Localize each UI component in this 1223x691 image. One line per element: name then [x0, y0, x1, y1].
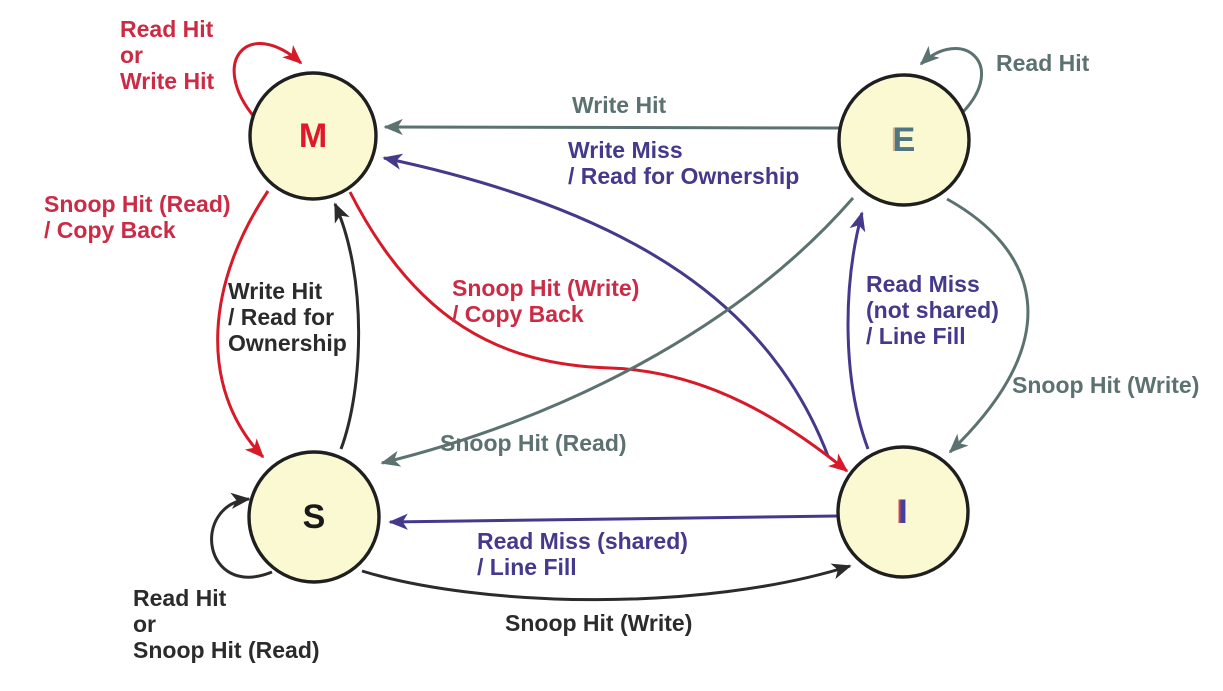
- label-m-to-s-snoop-hit-read: Snoop Hit (Read) / Copy Back: [44, 191, 231, 243]
- label-e-to-m-write-hit: Write Hit: [572, 92, 667, 118]
- label-s-self-read-hit-or-snoop-hit-read: Read Hit or Snoop Hit (Read): [133, 585, 320, 663]
- transition-arrow-e-self-loop: [919, 45, 984, 114]
- label-e-self-read-hit: Read Hit: [996, 50, 1090, 76]
- state-label-invalid: I: [898, 492, 908, 531]
- state-circle-i: [836, 445, 970, 579]
- label-s-to-i-snoop-hit-write: Snoop Hit (Write): [505, 610, 693, 636]
- transition-arrow-s-to-m: [333, 202, 361, 450]
- label-m-to-i-snoop-hit-write: Snoop Hit (Write) / Copy Back: [452, 275, 640, 327]
- state-label-modified: M: [298, 116, 328, 155]
- transition-arrow-e-to-s: [380, 197, 855, 467]
- state-label-exclusive: E: [892, 120, 916, 159]
- transition-arrow-s-to-i: [361, 563, 852, 602]
- label-i-to-e-read-miss-not-shared: Read Miss (not shared) / Line Fill: [866, 271, 999, 349]
- transition-arrow-i-to-m: [382, 153, 830, 457]
- transition-arrow-m-to-s: [216, 190, 270, 459]
- state-circle-s: [247, 450, 381, 584]
- state-label-shared: S: [302, 497, 326, 536]
- transition-arrow-m-to-i: [348, 191, 849, 473]
- state-circle-m: [248, 71, 378, 201]
- transition-arrow-e-to-i: [946, 197, 1030, 454]
- transition-arrow-e-to-m: [383, 118, 840, 136]
- label-i-to-s-read-miss-shared: Read Miss (shared) / Line Fill: [477, 528, 688, 580]
- transition-arrow-s-self-loop: [210, 492, 273, 579]
- label-m-self-read-or-write-hit: Read Hit or Write Hit: [120, 16, 215, 94]
- state-circle-e: [837, 73, 971, 207]
- transition-arrow-i-to-e: [846, 211, 870, 450]
- label-e-to-s-snoop-hit-read: Snoop Hit (Read): [440, 430, 627, 456]
- transition-arrow-m-self-loop: [232, 42, 303, 119]
- label-i-to-m-write-miss: Write Miss / Read for Ownership: [568, 137, 800, 189]
- label-e-to-i-snoop-hit-write: Snoop Hit (Write): [1012, 372, 1200, 398]
- transition-arrow-i-to-s: [388, 513, 839, 530]
- label-s-to-m-write-hit: Write Hit / Read for Ownership: [228, 278, 347, 356]
